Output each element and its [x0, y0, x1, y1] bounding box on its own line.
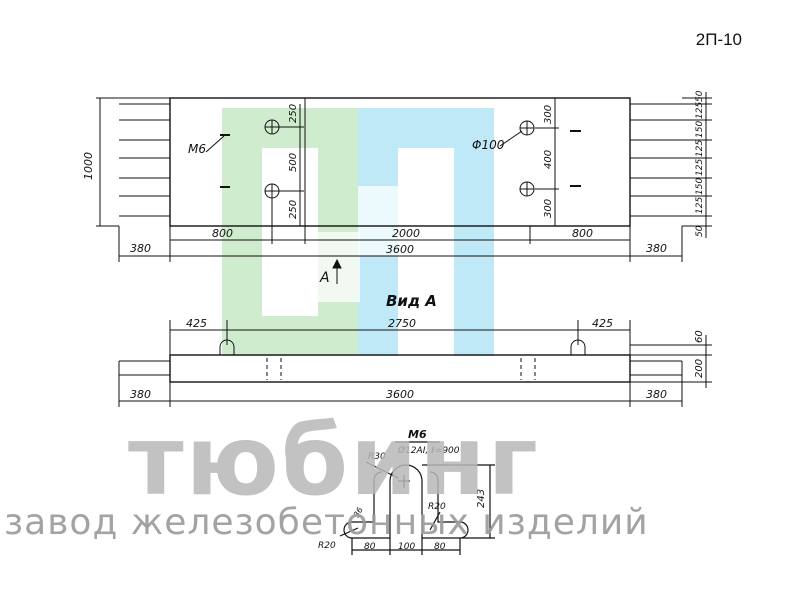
edge-dim-1: 50	[695, 90, 705, 102]
detail-radius-left: R20	[318, 541, 336, 551]
view-arrow-label: A	[319, 270, 330, 286]
side-loop-span: 2750	[388, 317, 416, 330]
detail-radius-right: R20	[428, 502, 446, 512]
hole-label: Φ100	[472, 138, 505, 152]
side-view	[118, 320, 712, 407]
edge-dim-3: 150	[695, 121, 705, 138]
plan-overall-length: 3600	[386, 243, 414, 256]
side-height-slab: 200	[694, 359, 705, 378]
side-overall-length: 3600	[386, 388, 414, 401]
insert-label: M6	[188, 142, 206, 156]
left-vdim-2: 500	[288, 153, 299, 172]
edge-dim-2: 125	[695, 102, 705, 119]
top-row-right: 800	[572, 227, 593, 240]
side-height-top: 60	[694, 330, 705, 343]
watermark-subtitle: завод железобетонных изделий	[4, 502, 649, 543]
left-vdim-3: 250	[288, 200, 299, 219]
edge-dim-5: 125	[695, 159, 705, 176]
edge-dim-4: 125	[695, 140, 705, 157]
plan-view	[96, 92, 712, 284]
right-vdim-1: 300	[543, 105, 554, 124]
side-loop-right: 425	[592, 317, 613, 330]
top-row-left: 800	[212, 227, 233, 240]
edge-dim-8: 50	[695, 225, 705, 237]
right-vdim-3: 300	[543, 199, 554, 218]
detail-m6	[339, 441, 495, 555]
detail-title: M6	[408, 428, 427, 441]
detail-subtitle: Ø12AI, ℓ=900	[397, 445, 460, 456]
detail-radius-top: R30	[368, 452, 386, 462]
left-vdim-1: 250	[288, 104, 299, 123]
logo-watermark	[222, 108, 494, 356]
detail-dim-mid: 100	[398, 542, 415, 552]
edge-dim-7: 125	[695, 197, 705, 214]
drawing-code: 2П-10	[695, 30, 742, 49]
right-vdim-2: 400	[543, 150, 554, 169]
side-overhang-left: 380	[130, 388, 151, 401]
plan-total-height: 1000	[82, 152, 95, 180]
side-view-title: Вид А	[386, 292, 437, 310]
watermark-title: тюбинг	[128, 405, 540, 517]
detail-small-dim: 36	[352, 506, 365, 519]
detail-height: 243	[476, 489, 487, 508]
plan-overhang-right: 380	[646, 242, 667, 255]
edge-dim-6: 150	[695, 178, 705, 195]
top-row-mid: 2000	[392, 227, 420, 240]
side-overhang-right: 380	[646, 388, 667, 401]
detail-dim-right: 80	[434, 542, 446, 552]
side-loop-left: 425	[186, 317, 207, 330]
detail-dim-left: 80	[364, 542, 376, 552]
plan-overhang-left: 380	[130, 242, 151, 255]
